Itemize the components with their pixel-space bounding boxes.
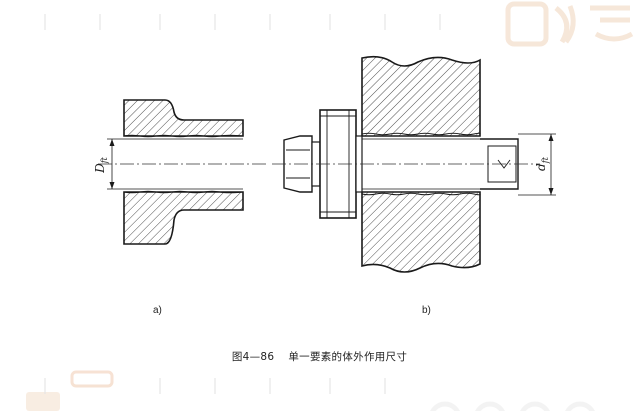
watermark-bottom-left — [26, 370, 114, 411]
caption-title: 单一要素的体外作用尺寸 — [288, 351, 408, 363]
subfigure-label-a: a) — [153, 305, 162, 316]
watermark-bottom-right — [428, 401, 597, 415]
shaft-dimension-label: dft — [534, 156, 550, 171]
hole-upper-section — [123, 99, 244, 137]
housing-upper-block — [361, 55, 481, 137]
hole-dimension — [107, 138, 124, 190]
subfigure-label-b: b) — [422, 305, 431, 316]
hole-dimension-label: Dft — [93, 156, 109, 174]
hole-part-a — [123, 99, 244, 245]
housing-lower-block — [361, 191, 481, 273]
faint-tick-rows — [44, 14, 441, 394]
figure-caption: 图4—86 单一要素的体外作用尺寸 — [0, 349, 639, 364]
housing-part-b — [361, 55, 481, 273]
caption-number: 图4—86 — [231, 351, 275, 363]
watermark-top-right — [505, 1, 634, 47]
hole-lower-section — [123, 191, 244, 245]
shaft-dimension — [518, 133, 556, 196]
